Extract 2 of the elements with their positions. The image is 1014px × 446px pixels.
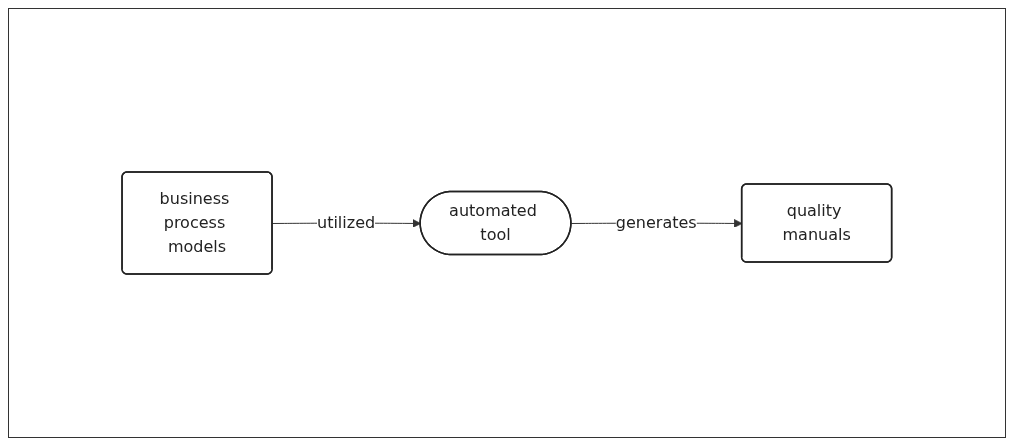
edge-label: generates [615,212,697,232]
edge-label: utilized [317,212,376,232]
